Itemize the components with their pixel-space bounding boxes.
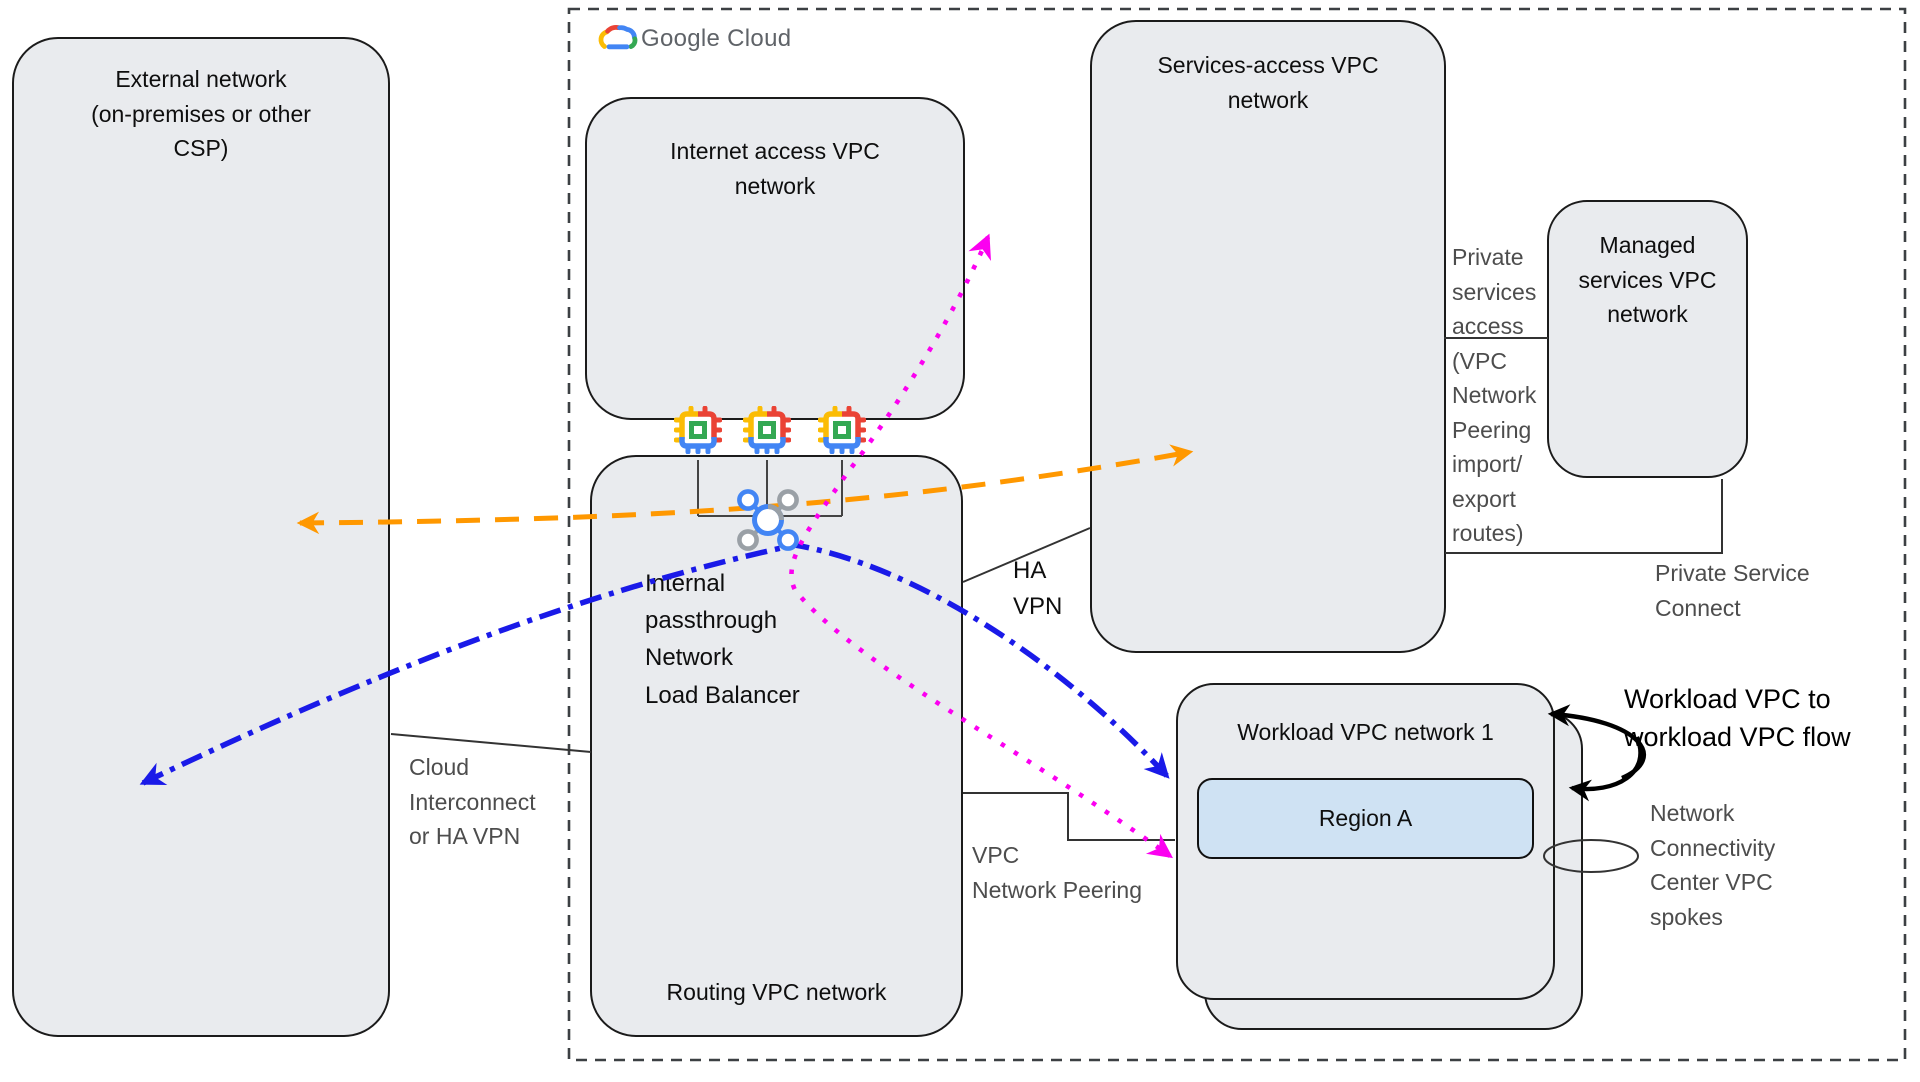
internet-access-vpc-title: Internet access VPC network bbox=[670, 138, 880, 199]
services-access-vpc-box: Services-access VPC network bbox=[1090, 20, 1446, 653]
ha-vpn-label: HA VPN bbox=[1013, 557, 1063, 620]
private-service-connect-label: Private Service Connect bbox=[1655, 560, 1810, 621]
workload-vpc-box-front: Workload VPC network 1 Region A bbox=[1176, 683, 1555, 1000]
region-a-label: Region A bbox=[1318, 805, 1413, 831]
google-cloud-logo-text: Google Cloud bbox=[641, 25, 792, 52]
region-a-box: Region A bbox=[1197, 778, 1534, 859]
routing-vpc-box: Internal passthrough Network Load Balanc… bbox=[590, 455, 963, 1037]
external-network-title: External network (on-premises or other C… bbox=[91, 66, 311, 161]
private-services-access-label: Private services access (VPC Network Pee… bbox=[1452, 244, 1537, 546]
workload-vpc-title: Workload VPC network 1 bbox=[1237, 719, 1494, 745]
ncc-spokes-label: Network Connectivity Center VPC spokes bbox=[1650, 800, 1776, 930]
workload-flow-label: Workload VPC to workload VPC flow bbox=[1624, 684, 1851, 752]
external-network-box: External network (on-premises or other C… bbox=[12, 37, 390, 1037]
vpc-peering-connector bbox=[963, 792, 1175, 841]
managed-services-vpc-title: Managed services VPC network bbox=[1578, 232, 1717, 327]
internet-access-vpc-box: Internet access VPC network bbox=[585, 97, 965, 420]
services-access-vpc-title: Services-access VPC network bbox=[1157, 52, 1379, 113]
routing-vpc-title: Routing VPC network bbox=[666, 978, 887, 1005]
internal-passthrough-nlb-label: Internal passthrough Network Load Balanc… bbox=[645, 570, 800, 709]
managed-services-vpc-box: Managed services VPC network bbox=[1547, 200, 1748, 478]
google-cloud-logo-icon bbox=[598, 24, 638, 50]
cloud-interconnect-label: Cloud Interconnect or HA VPN bbox=[409, 754, 536, 849]
vpc-network-peering-label: VPC Network Peering bbox=[972, 842, 1143, 903]
